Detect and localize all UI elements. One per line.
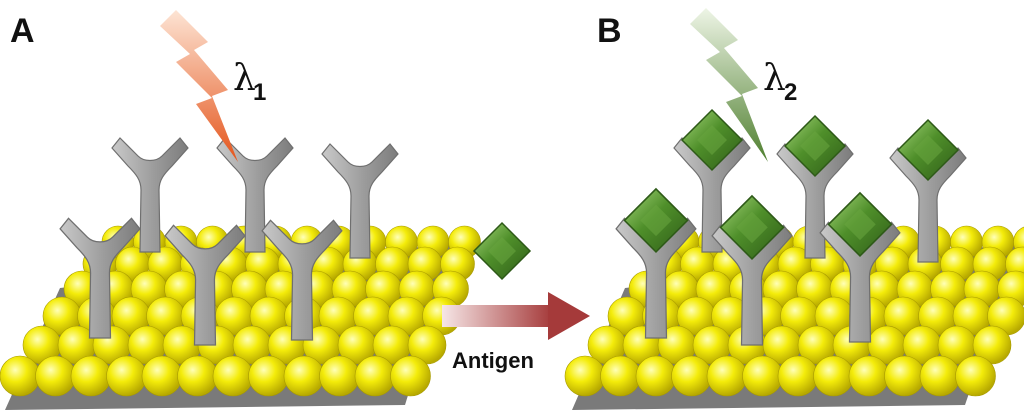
gold-particle bbox=[70, 355, 112, 397]
antibody-layer-b bbox=[615, 108, 967, 346]
antibody bbox=[111, 137, 189, 253]
transition-arrow bbox=[442, 292, 590, 340]
gold-particle bbox=[407, 325, 447, 365]
antibody-shape bbox=[321, 143, 399, 259]
wavelength-subscript-a: 1 bbox=[253, 79, 266, 106]
gold-particle bbox=[848, 355, 890, 397]
gold-particle bbox=[212, 355, 254, 397]
gold-particle bbox=[671, 355, 712, 397]
antibody-antigen-complex bbox=[819, 191, 901, 343]
gold-particle bbox=[777, 355, 819, 397]
bound-antigen bbox=[783, 114, 847, 178]
gold-particle bbox=[283, 355, 325, 397]
antibody bbox=[164, 224, 246, 346]
bound-antigen bbox=[719, 194, 785, 261]
gold-particle bbox=[919, 355, 961, 397]
gold-particle bbox=[354, 355, 396, 397]
antibody-shape bbox=[164, 224, 246, 346]
gold-particle bbox=[35, 355, 76, 397]
gold-particle bbox=[884, 355, 925, 397]
light-bolt-a bbox=[160, 10, 238, 162]
bound-antigen bbox=[680, 108, 744, 172]
antibody-shape bbox=[59, 217, 141, 339]
panel-a bbox=[0, 137, 481, 410]
bound-antigen bbox=[827, 191, 893, 258]
antibody bbox=[216, 137, 294, 253]
gold-particle bbox=[106, 355, 147, 397]
gold-particle bbox=[706, 355, 748, 397]
antibody bbox=[59, 217, 141, 339]
gold-particle bbox=[972, 325, 1012, 365]
antibody-antigen-complex bbox=[711, 194, 793, 346]
gold-particle bbox=[248, 355, 289, 397]
particle-layer-b bbox=[564, 225, 1024, 397]
bound-antigen bbox=[623, 187, 689, 254]
antibody-antigen-complex bbox=[889, 118, 967, 263]
gold-particle bbox=[390, 355, 431, 397]
wavelength-symbol-b: λ bbox=[763, 58, 786, 99]
antibody-shape bbox=[261, 219, 343, 341]
antibody-antigen-complex bbox=[776, 114, 854, 259]
antigen-free bbox=[472, 221, 532, 281]
gold-particle bbox=[600, 355, 641, 397]
gold-particle bbox=[0, 355, 41, 397]
antibody bbox=[321, 143, 399, 259]
gold-particle bbox=[742, 355, 783, 397]
gold-particle bbox=[319, 355, 360, 397]
particle-layer-a bbox=[0, 225, 481, 397]
light-bolt-b bbox=[690, 8, 768, 162]
gold-particle bbox=[635, 355, 677, 397]
antibody-shape bbox=[216, 137, 294, 253]
antibody-antigen-complex bbox=[673, 108, 751, 253]
panel-label-a: A bbox=[10, 12, 35, 50]
bound-antigen bbox=[896, 118, 960, 182]
panel-b bbox=[564, 108, 1024, 410]
antibody bbox=[261, 219, 343, 341]
gold-particle bbox=[564, 355, 606, 397]
gold-particle bbox=[955, 355, 996, 397]
gold-particle bbox=[141, 355, 183, 397]
wavelength-subscript-b: 2 bbox=[784, 79, 797, 106]
antibody-antigen-complex bbox=[615, 187, 697, 339]
antibody-layer-a bbox=[59, 137, 399, 346]
gold-particle bbox=[813, 355, 854, 397]
gold-particle bbox=[177, 355, 218, 397]
panel-label-b: B bbox=[597, 12, 622, 50]
antigen-label: Antigen bbox=[452, 348, 534, 373]
wavelength-symbol-a: λ bbox=[233, 58, 256, 99]
antibody-shape bbox=[111, 137, 189, 253]
